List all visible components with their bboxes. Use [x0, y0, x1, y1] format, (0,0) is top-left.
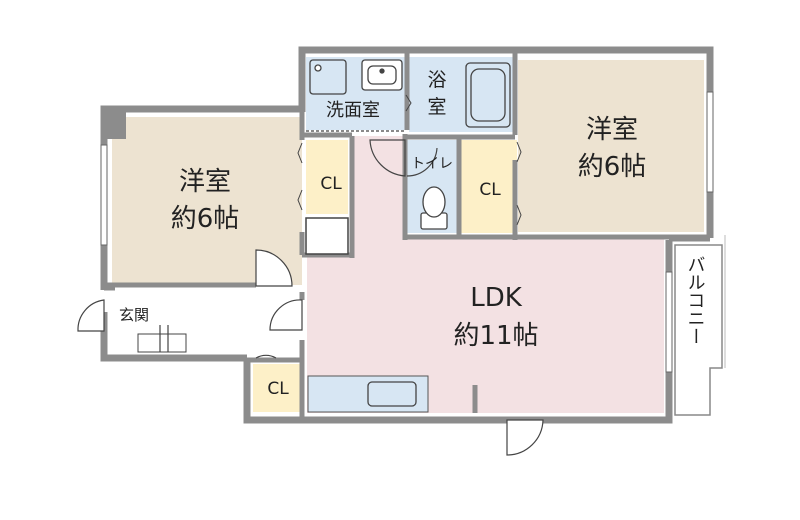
western-room-right-floor — [518, 60, 704, 232]
room-name-western-left: 洋室 — [179, 167, 231, 197]
room-name-bath-1: 浴 — [427, 69, 446, 91]
room-size-western-left: 約6帖 — [171, 204, 240, 234]
closet-label-entrance: CL — [267, 379, 289, 399]
door-entrance-swing — [77, 299, 105, 332]
storage-box — [305, 217, 349, 255]
door-entrance-inner-swing — [269, 299, 303, 331]
room-name-ldk: LDK — [470, 283, 523, 313]
door-toilet-swing — [406, 147, 438, 177]
room-size-western-right: 約6帖 — [578, 152, 647, 182]
balcony-label: バルコニー — [685, 255, 706, 345]
room-name-bath-hidden: 浴室 — [0, 0, 2, 1]
fixtures — [306, 59, 511, 407]
closet-entrance-floor — [253, 364, 301, 412]
interior-walls — [104, 50, 669, 420]
door-balcony-swing — [506, 419, 544, 456]
ldk-floor — [307, 136, 664, 413]
closet-left-floor — [306, 140, 348, 214]
balcony-outline — [674, 244, 723, 416]
window-right-room — [706, 91, 714, 193]
window-left-room — [100, 144, 108, 246]
door-closet-entrance — [255, 354, 277, 359]
shoe-cabinet — [137, 333, 187, 353]
doors — [77, 139, 544, 456]
closet-label-left: CL — [320, 174, 342, 194]
closet-label-toilet: CL — [479, 180, 501, 200]
room-size-ldk: 約11帖 — [453, 321, 538, 351]
room-name-entrance: 玄関 — [119, 306, 149, 324]
closet-door-marks — [297, 94, 522, 226]
room-name-bath-2: 室 — [427, 96, 446, 118]
room-name-washroom: 洗面室 — [326, 100, 380, 121]
washing-machine-pan — [309, 59, 347, 95]
window-ldk — [665, 271, 673, 373]
toilet-bowl — [422, 186, 446, 218]
kitchen-sink — [367, 381, 417, 407]
room-name-toilet: トイレ — [411, 156, 453, 172]
window-left-corner — [104, 111, 126, 139]
room-name-western-right: 洋室 — [586, 115, 638, 145]
closet-toilet-floor — [461, 140, 517, 233]
door-ldk-swing — [369, 139, 406, 177]
drain-icon — [314, 64, 322, 72]
door-left-room-swing — [255, 249, 293, 287]
